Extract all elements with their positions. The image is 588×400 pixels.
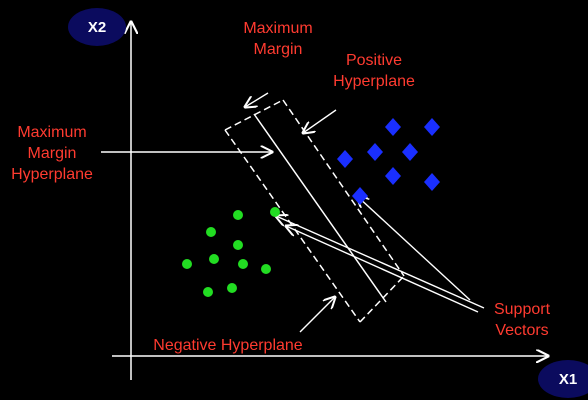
negative-point bbox=[203, 287, 213, 297]
maximum-margin-arrow bbox=[245, 92, 269, 107]
support-vectors-label-line2: Vectors bbox=[495, 322, 549, 339]
positive-point bbox=[385, 167, 401, 185]
negative-point bbox=[182, 259, 192, 269]
negative-hyperplane-label: Negative Hyperplane bbox=[153, 337, 303, 354]
positive-point bbox=[367, 143, 383, 161]
maximum-margin-label: Maximum Margin bbox=[228, 18, 328, 60]
support-arrow-negative-2 bbox=[286, 226, 479, 313]
support-vectors-label-line1: Support bbox=[493, 301, 551, 318]
maximum-margin-hyperplane bbox=[253, 113, 387, 303]
negative-point bbox=[270, 207, 280, 217]
negative-point bbox=[233, 210, 243, 220]
positive-hyperplane-label: Positive Hyperplane bbox=[318, 50, 430, 92]
negative-point bbox=[261, 264, 271, 274]
mm-hyperplane-label-line2: Margin bbox=[27, 145, 77, 162]
positive-point bbox=[337, 150, 353, 168]
maximum-margin-label-line2: Margin bbox=[253, 41, 303, 58]
positive-point bbox=[424, 118, 440, 136]
y-axis-label: X2 bbox=[68, 8, 126, 46]
support-arrow-positive bbox=[357, 196, 471, 301]
positive-point bbox=[352, 187, 368, 205]
negative-point bbox=[206, 227, 216, 237]
negative-point bbox=[209, 254, 219, 264]
positive-point bbox=[385, 118, 401, 136]
positive-point bbox=[402, 143, 418, 161]
support-vectors-label: Support Vectors bbox=[484, 299, 560, 341]
positive-point bbox=[424, 173, 440, 191]
negative-point bbox=[238, 259, 248, 269]
x-axis-label: X1 bbox=[538, 360, 588, 398]
negative-point bbox=[227, 283, 237, 293]
negative-hyperplane bbox=[224, 129, 361, 323]
negative-points bbox=[182, 207, 280, 297]
negative-point bbox=[233, 240, 243, 250]
positive-points bbox=[337, 118, 440, 205]
negative-hyperplane-arrow bbox=[299, 297, 335, 333]
margin-cap-bottom bbox=[359, 275, 405, 323]
maximum-margin-label-line1: Maximum bbox=[243, 20, 313, 37]
positive-hyperplane-arrow bbox=[303, 109, 337, 133]
mm-hyperplane-label-line3: Hyperplane bbox=[11, 166, 93, 183]
positive-hyperplane-label-line1: Positive bbox=[345, 52, 403, 69]
mm-hyperplane-label-line1: Maximum bbox=[17, 124, 87, 141]
maximum-margin-hyperplane-label: Maximum Margin Hyperplane bbox=[4, 122, 100, 185]
support-arrow-negative bbox=[276, 216, 485, 309]
positive-hyperplane-label-line2: Hyperplane bbox=[333, 73, 415, 90]
